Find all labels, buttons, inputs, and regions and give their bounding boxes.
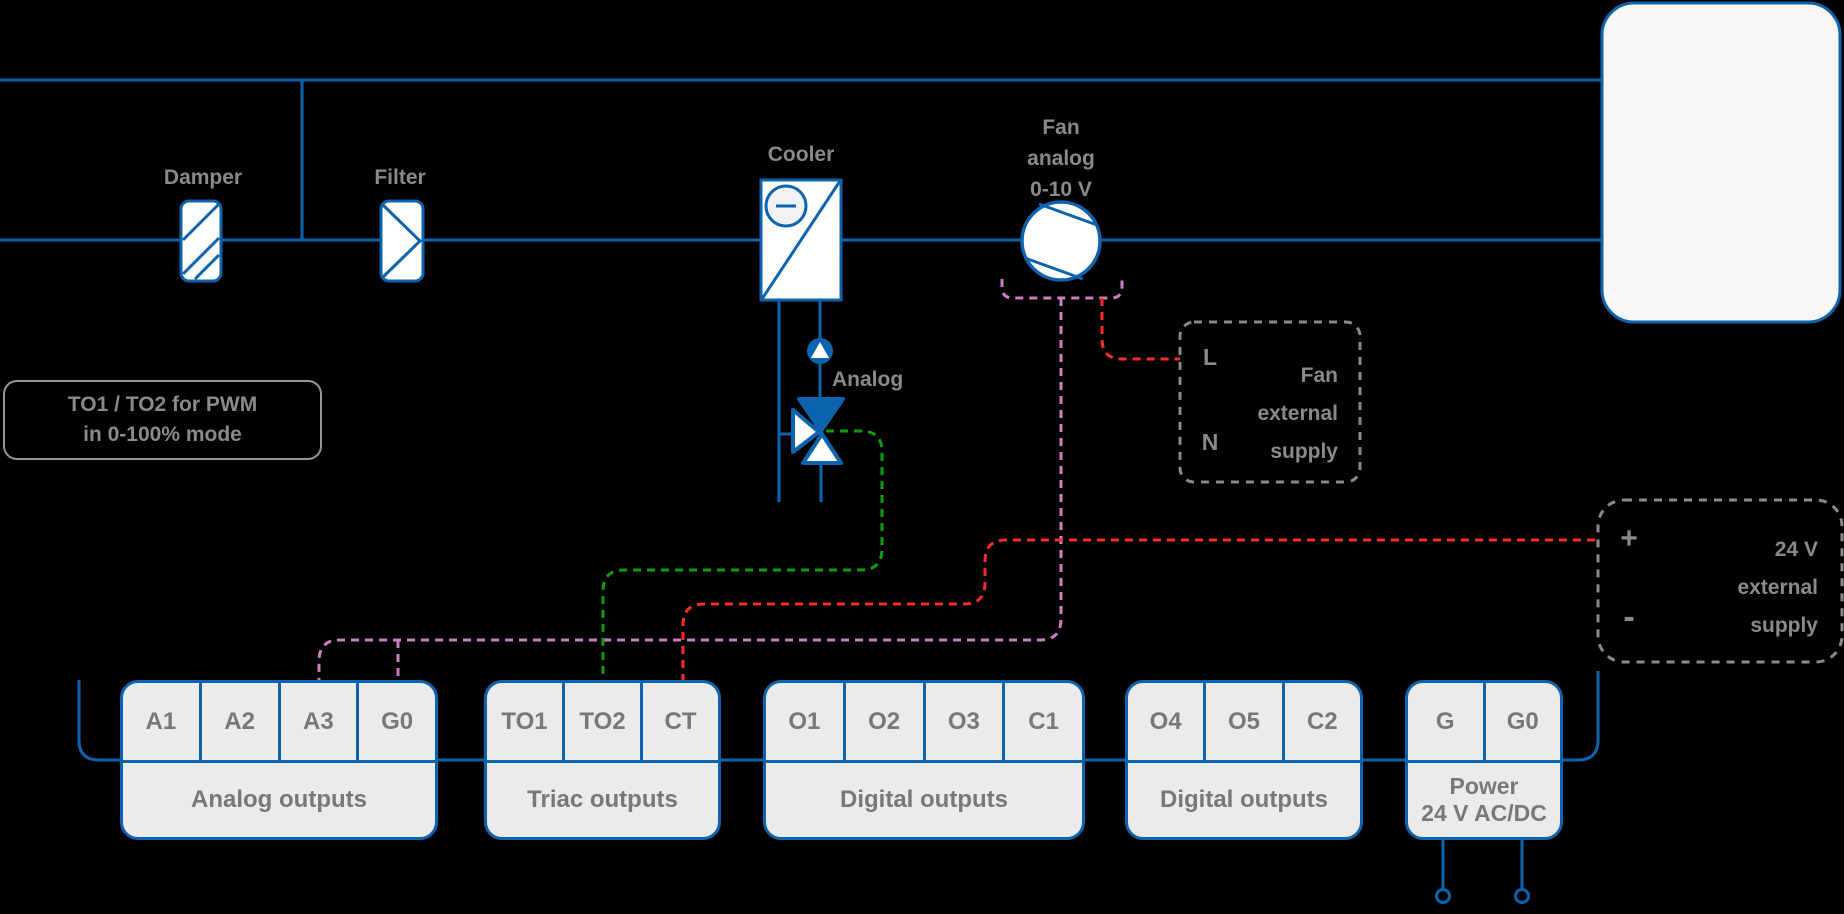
block-label-analog-outputs: Analog outputs xyxy=(191,786,367,813)
terminal-row: A1 A2 A3 G0 xyxy=(123,683,435,763)
ext-24v-supply-box xyxy=(1596,498,1844,664)
terminal-c2: C2 xyxy=(1306,707,1338,735)
terminal-block-digital-outputs-1: O1 O2 O3 C1 Digital outputs xyxy=(763,680,1085,840)
terminal-o4: O4 xyxy=(1128,683,1207,760)
pwm-note-line2: in 0-100% mode xyxy=(83,423,242,446)
fan-supply-terminal-l: L xyxy=(1202,344,1218,370)
ext-supply-terminal-minus: - xyxy=(1623,598,1635,636)
block-label-digital-outputs-1: Digital outputs xyxy=(840,786,1008,813)
terminal-a3: A3 xyxy=(281,683,360,760)
block-label-power: Power 24 V AC/DC xyxy=(1408,763,1560,837)
terminal-g0: G0 xyxy=(381,707,414,735)
fan-bracket xyxy=(1000,279,1124,300)
terminal-a2: A2 xyxy=(202,683,281,760)
pwm-note-line1: TO1 / TO2 for PWM xyxy=(67,393,258,416)
block-label-digital-outputs-2: Digital outputs xyxy=(1160,786,1328,813)
terminal-o2: O2 xyxy=(846,683,926,760)
cooler-icon xyxy=(759,178,843,302)
cooler-label: Cooler xyxy=(767,143,835,166)
filter-icon xyxy=(379,199,425,283)
power-label-line1: Power xyxy=(1449,773,1519,799)
fan-label-line1: Fan xyxy=(1042,116,1080,139)
fan-label-line3: 0-10 V xyxy=(1030,178,1092,201)
terminal-block-triac-outputs: TO1 TO2 CT Triac outputs xyxy=(484,680,721,840)
power-pigtails xyxy=(1435,840,1530,904)
terminal-to1: TO1 xyxy=(487,683,565,760)
wire-fan-power-red xyxy=(1100,298,1180,361)
bus-wire-blue xyxy=(77,671,1600,762)
ext-supply-terminal-plus: + xyxy=(1620,522,1638,555)
power-label-line2: 24 V AC/DC xyxy=(1421,800,1547,826)
terminal-g: G xyxy=(1408,683,1486,760)
terminal-a1: A1 xyxy=(123,683,202,760)
terminal-row: O4 O5 C2 xyxy=(1128,683,1360,763)
terminal-ct: CT xyxy=(664,707,697,735)
terminal-row: TO1 TO2 CT xyxy=(487,683,718,763)
wire-valve-analog-green xyxy=(601,429,884,682)
fan-supply-terminal-n: N xyxy=(1201,429,1219,455)
terminal-c1: C1 xyxy=(1028,707,1059,735)
power-terminal-dot-right xyxy=(1514,888,1530,904)
block-label-triac-outputs: Triac outputs xyxy=(527,786,678,813)
terminal-o5: O5 xyxy=(1206,683,1285,760)
three-way-valve-icon xyxy=(791,397,845,465)
fan-label: Fan analog 0-10 V xyxy=(1027,112,1095,205)
terminal-row: O1 O2 O3 C1 xyxy=(766,683,1082,763)
terminal-row: G G0 xyxy=(1408,683,1560,763)
damper-label: Damper xyxy=(163,166,243,189)
wire-ct-24v-red xyxy=(681,538,1598,682)
fan-label-line2: analog xyxy=(1027,147,1095,170)
pwm-note-box: TO1 / TO2 for PWM in 0-100% mode xyxy=(3,380,322,460)
filter-label: Filter xyxy=(374,166,426,189)
fan-supply-text: Fan external supply xyxy=(1257,364,1338,463)
valve-analog-label: Analog xyxy=(832,368,904,391)
pump-icon xyxy=(807,338,833,364)
terminal-to2: TO2 xyxy=(565,683,643,760)
terminal-o3: O3 xyxy=(926,683,1006,760)
cooler-pipes xyxy=(777,300,823,502)
damper-hatch xyxy=(181,202,221,281)
wire-fan-analog-pink xyxy=(317,298,1063,682)
fan-external-supply-box xyxy=(1178,320,1362,484)
controller-unit-box xyxy=(1600,1,1842,324)
terminal-block-power: G G0 Power 24 V AC/DC xyxy=(1405,680,1563,840)
damper-icon xyxy=(179,199,223,283)
ext-supply-text: 24 V external supply xyxy=(1737,538,1818,637)
power-terminal-dot-left xyxy=(1435,888,1451,904)
terminal-g0-power: G0 xyxy=(1506,707,1539,735)
fan-icon xyxy=(1020,200,1102,282)
terminal-block-analog-outputs: A1 A2 A3 G0 Analog outputs xyxy=(120,680,438,840)
terminal-o1: O1 xyxy=(766,683,846,760)
terminal-block-digital-outputs-2: O4 O5 C2 Digital outputs xyxy=(1125,680,1363,840)
